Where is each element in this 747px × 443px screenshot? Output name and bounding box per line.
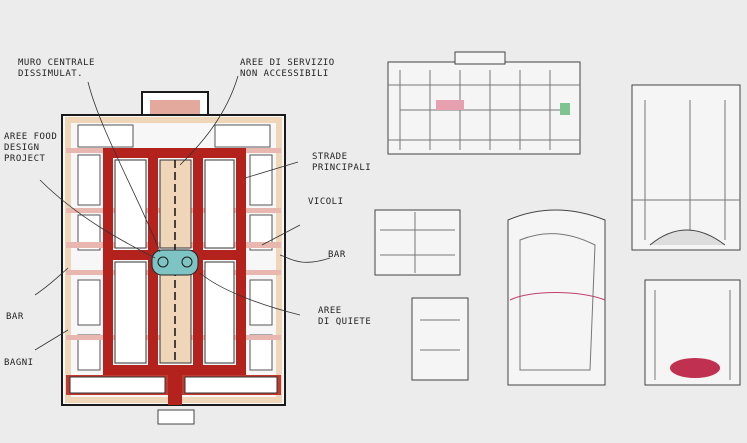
main-plan <box>61 91 286 425</box>
label-aree-servizio: AREE DI SERVIZIO NON ACCESSIBILI <box>240 58 335 79</box>
label-strade-principali: STRADE PRINCIPALI <box>312 152 372 173</box>
label-bar-left: BAR <box>6 312 24 322</box>
leader-lines <box>34 75 331 351</box>
central-plaza <box>151 249 199 276</box>
label-bar-right: BAR <box>328 250 346 260</box>
label-aree-quiete: AREE DI QUIETE <box>318 306 372 327</box>
entrance-box <box>157 409 195 425</box>
label-aree-food: AREE FOOD DESIGN PROJECT <box>4 132 58 164</box>
label-muro-centrale: MURO CENTRALE DISSIMULAT. <box>18 58 95 79</box>
label-vicoli: VICOLI <box>308 197 344 207</box>
label-bagni: BAGNI <box>4 358 34 368</box>
secondary-sketches <box>374 51 741 386</box>
